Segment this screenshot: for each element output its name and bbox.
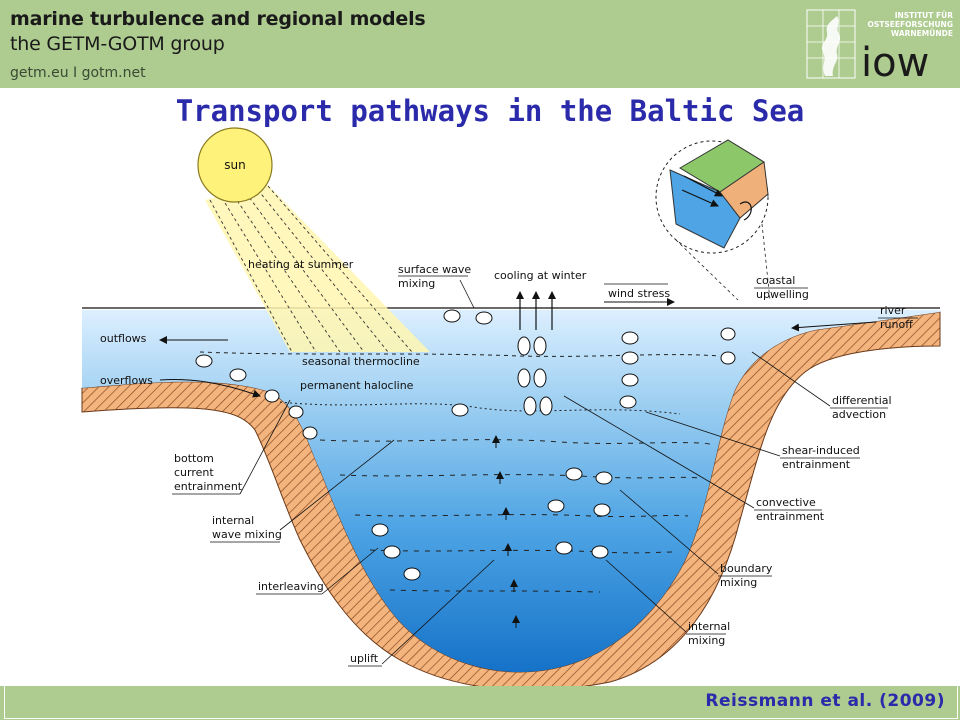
group-title: marine turbulence and regional models: [10, 8, 426, 30]
header-bar: marine turbulence and regional models th…: [0, 0, 960, 88]
uplift-arrows: [492, 435, 520, 628]
boundary-label-1: boundary: [720, 562, 773, 575]
title-band: [134, 88, 862, 98]
iow-logo: INSTITUT FÜR OSTSEEFORSCHUNG WARNEMÜNDE …: [806, 9, 954, 82]
baltic-transport-diagram: sun heating at summer surface wave mixin…: [81, 127, 941, 686]
uplift-label: uplift: [350, 652, 379, 665]
page-title: Transport pathways in the Baltic Sea: [175, 94, 805, 128]
internal-mixing-label-2: mixing: [688, 634, 725, 647]
footer-bar: Reissmann et al. (2009): [0, 686, 960, 720]
halocline-label: permanent halocline: [300, 379, 414, 392]
internal-mixing-label-1: internal: [688, 620, 730, 633]
internal-wave-line-1: [319, 439, 711, 445]
coastal-label-1: coastal: [756, 274, 795, 287]
differential-label-2: advection: [832, 408, 886, 421]
footer-panel: Reissmann et al. (2009): [4, 686, 958, 719]
sun-group: sun: [197, 127, 430, 353]
baltic-map-emblem: [806, 9, 856, 79]
bottom-current-label-1: bottom: [174, 452, 214, 465]
interleaving-label: interleaving: [258, 580, 324, 593]
group-subtitle: the GETM-GOTM group: [10, 33, 225, 55]
river-label-2: runoff: [880, 318, 913, 331]
thermocline-line: [199, 351, 721, 357]
wind-stress-label: wind stress: [608, 287, 670, 300]
surface-wave-label-1: surface wave: [398, 263, 471, 276]
eddy-symbols: [195, 309, 736, 581]
boundary-label-2: mixing: [720, 576, 757, 589]
cooling-arrows: [516, 291, 556, 330]
convective-label-2: entrainment: [756, 510, 825, 523]
shear-label-1: shear-induced: [782, 444, 860, 457]
sun-circle: [197, 127, 273, 203]
river-label-1: river: [880, 304, 906, 317]
coastal-label-2: upwelling: [756, 288, 809, 301]
sun-rays: [205, 185, 430, 352]
internal-wave-line-5: [389, 589, 601, 593]
differential-label-1: differential: [832, 394, 892, 407]
shear-label-2: entrainment: [782, 458, 851, 471]
halocline-line: [279, 401, 681, 415]
logo-line3: WARNEMÜNDE: [891, 29, 953, 38]
internal-wave-label-1: internal: [212, 514, 254, 527]
logo-line2: OSTSEEFORSCHUNG: [867, 20, 953, 29]
citation: Reissmann et al. (2009): [705, 691, 945, 711]
coastal-upwelling-inset: [655, 139, 771, 301]
sun-label: sun: [224, 158, 245, 172]
group-websites[interactable]: getm.eu I gotm.net: [10, 65, 146, 81]
logo-line1: INSTITUT FÜR: [895, 11, 954, 20]
sea-water: [82, 310, 940, 672]
heating-label: heating at summer: [248, 258, 354, 271]
internal-wave-label-2: wave mixing: [212, 528, 282, 541]
bottom-current-label-3: entrainment: [174, 480, 243, 493]
convective-label-1: convective: [756, 496, 816, 509]
internal-wave-line-3: [354, 514, 689, 518]
thermocline-label: seasonal thermocline: [302, 355, 420, 368]
bottom-current-label-2: current: [174, 466, 214, 479]
overflows-label: overflows: [100, 374, 153, 387]
surface-wave-label-2: mixing: [398, 277, 435, 290]
outflows-label: outflows: [100, 332, 147, 345]
logo-wordmark: iow: [861, 40, 929, 82]
cooling-label: cooling at winter: [494, 269, 587, 282]
